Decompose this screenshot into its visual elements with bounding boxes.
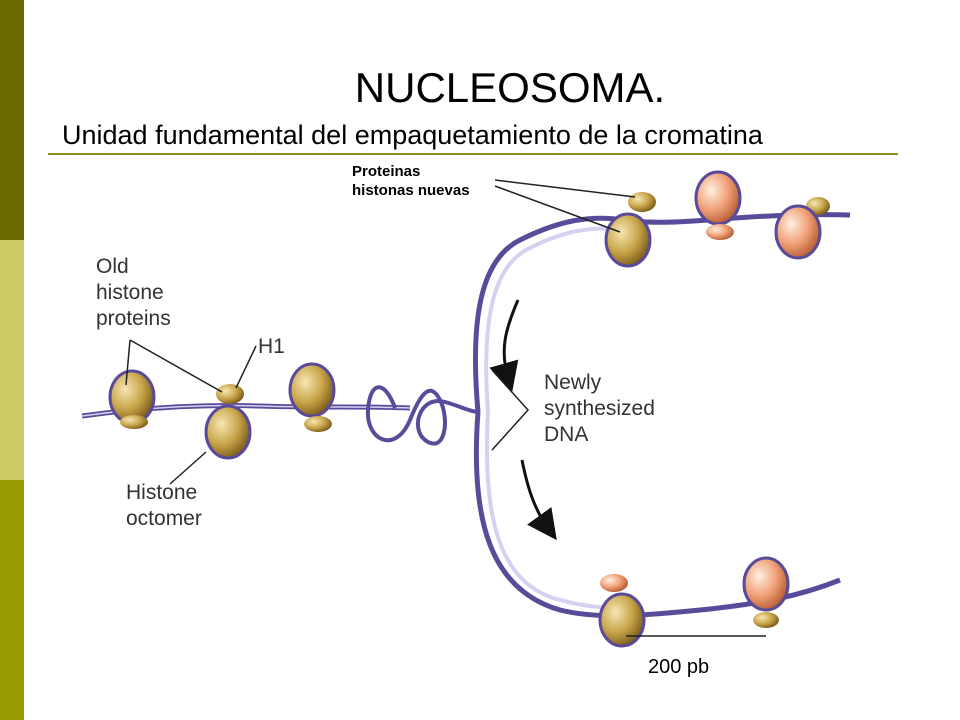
slide-title: NUCLEOSOMA. [354, 64, 666, 111]
sidebar-block-light [0, 240, 24, 480]
upper-new-nucleosome-2 [774, 197, 830, 260]
upper-direction-arrow [489, 299, 520, 393]
label-octomer-line2: octomer [126, 507, 202, 530]
title-divider [48, 153, 898, 155]
label-newly-line2: synthesized [544, 397, 655, 420]
old-nucleosome-1 [108, 369, 156, 429]
h1-histone [216, 384, 244, 404]
label-proteinas-histonas-nuevas: Proteinas histonas nuevas [352, 162, 470, 200]
label-h1: H1 [258, 335, 285, 358]
label-scale-200pb: 200 pb [648, 656, 710, 678]
label-newly-synthesized-dna: Newly synthesized DNA [544, 370, 655, 448]
sidebar-block-olive [0, 480, 24, 720]
lower-new-nucleosome-2 [742, 556, 790, 628]
lower-direction-arrow [520, 459, 557, 541]
sidebar-block-dark [0, 0, 24, 240]
old-nucleosome-3 [288, 362, 336, 432]
label-old-line3: proteins [96, 307, 171, 330]
label-old-line1: Old [96, 255, 129, 278]
slide-subtitle: Unidad fundamental del empaquetamiento d… [62, 120, 763, 150]
sidebar-decoration [0, 0, 24, 720]
label-proteinas-line1: Proteinas [352, 163, 421, 180]
label-old-histone-proteins: Old histone proteins [96, 254, 171, 332]
daughter-dna-strands [472, 212, 851, 619]
label-old-line2: histone [96, 281, 164, 304]
lower-old-nucleosome [598, 592, 646, 648]
label-histone-octomer: Histone octomer [126, 480, 202, 532]
upper-new-nucleosome-1 [694, 170, 742, 240]
leader-lines [125, 179, 766, 637]
label-newly-line1: Newly [544, 371, 602, 394]
old-nucleosome-2 [204, 404, 252, 460]
label-octomer-line1: Histone [126, 481, 198, 504]
lower-new-nucleosome-small [600, 574, 628, 592]
label-proteinas-line2: histonas nuevas [352, 182, 470, 199]
label-newly-line3: DNA [544, 423, 589, 446]
